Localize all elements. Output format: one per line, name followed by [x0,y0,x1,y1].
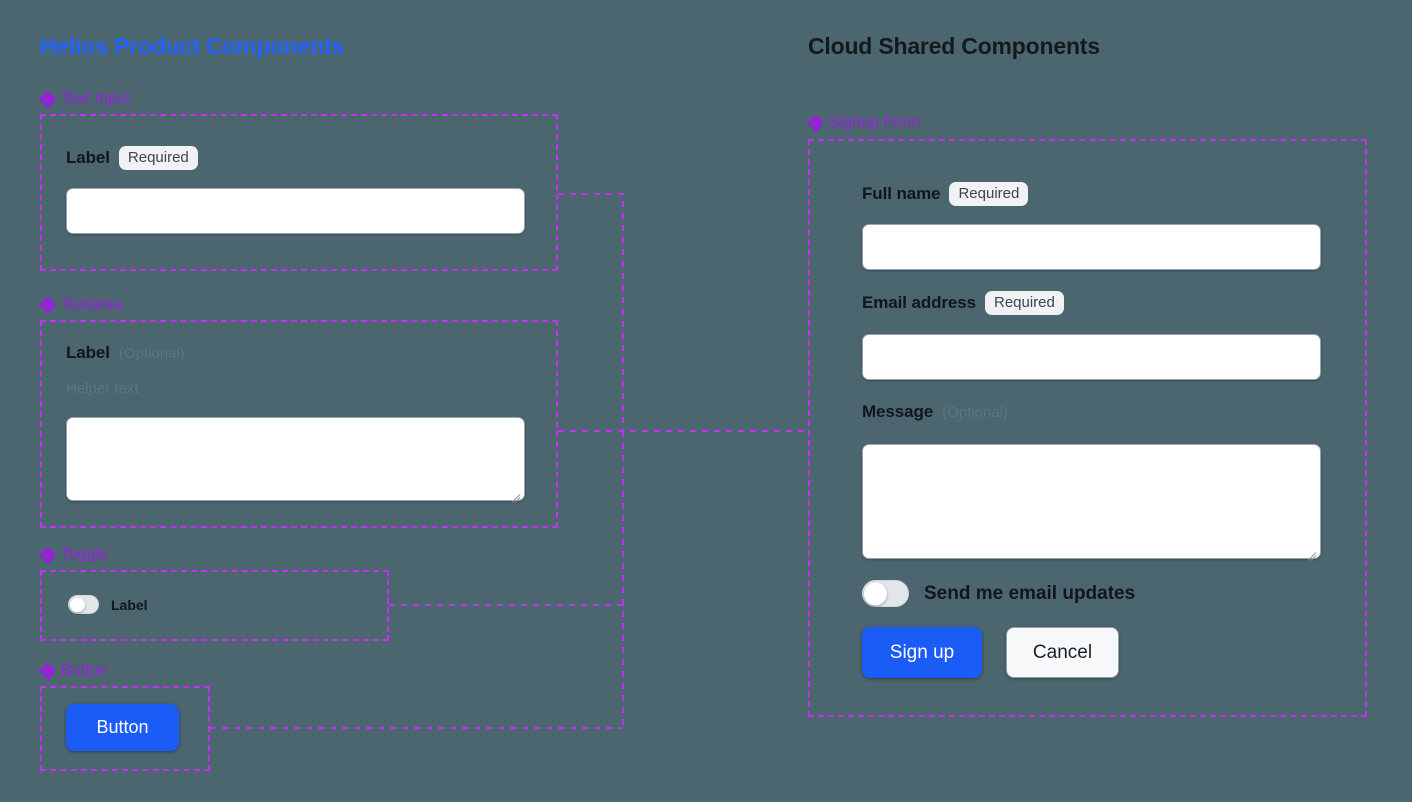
email-label-row: Email address Required [862,291,1064,316]
text-input-label-row: Label Required [66,146,198,171]
section-label-text: Text Input [61,90,131,107]
section-label-text: Button [61,662,108,679]
full-name-required-badge: Required [949,182,1029,207]
email-required-badge: Required [984,291,1064,316]
section-label-text: Toggle [61,546,109,563]
component-diamond-icon [38,296,57,314]
instance-box-text-input[interactable] [40,114,558,271]
email-updates-toggle-label: Send me email updates [924,582,1136,604]
cancel-button[interactable]: Cancel [1006,627,1119,678]
component-diamond-icon [38,90,57,108]
left-panel-title: Helios Product Components [40,33,345,59]
toggle-knob [864,582,887,605]
textarea-helper-text: Helper text [66,380,139,397]
connector-text-input [558,193,624,431]
email-updates-toggle-row[interactable]: Send me email updates [862,580,1135,607]
toggle-label: Label [111,596,148,613]
email-label: Email address [862,293,976,313]
message-label: Message [862,402,934,421]
section-label-textarea[interactable]: Textarea [38,296,123,314]
message-textarea[interactable] [862,444,1321,561]
textarea-optional-text: (Optional) [118,344,185,362]
text-input-required-badge: Required [118,146,198,171]
demo-button[interactable]: Button [66,704,179,751]
section-label-toggle[interactable]: Toggle [38,546,109,564]
toggle-row[interactable]: Label [68,595,148,614]
right-panel-title: Cloud Shared Components [808,33,1100,59]
textarea-label: Label [66,343,110,362]
toggle-knob [70,597,85,612]
email-updates-toggle-switch[interactable] [862,580,909,607]
instance-box-button[interactable] [40,686,210,771]
section-label-text: Signup Form [829,114,921,131]
section-label-button[interactable]: Button [38,662,108,680]
message-optional-text: (Optional) [942,403,1008,421]
instance-box-signup-form[interactable] [808,139,1367,717]
instance-box-textarea[interactable] [40,320,558,528]
full-name-input[interactable] [862,224,1321,270]
component-diamond-icon [806,114,825,132]
component-diamond-icon [38,546,57,564]
full-name-label-row: Full name Required [862,182,1029,207]
component-diamond-icon [38,662,57,680]
full-name-label: Full name [862,184,941,204]
section-label-text: Textarea [61,296,123,313]
section-label-signup-form[interactable]: Signup Form [806,114,921,132]
textarea-field[interactable] [66,417,525,503]
toggle-switch[interactable] [68,595,99,614]
email-input[interactable] [862,334,1321,380]
text-input-field[interactable] [66,188,525,234]
textarea-label-row: Label (Optional) [66,343,185,363]
text-input-label: Label [66,148,110,168]
message-label-row: Message (Optional) [862,402,1008,422]
instance-box-toggle[interactable] [40,570,389,641]
sign-up-button[interactable]: Sign up [862,627,982,678]
section-label-text-input[interactable]: Text Input [38,90,131,108]
